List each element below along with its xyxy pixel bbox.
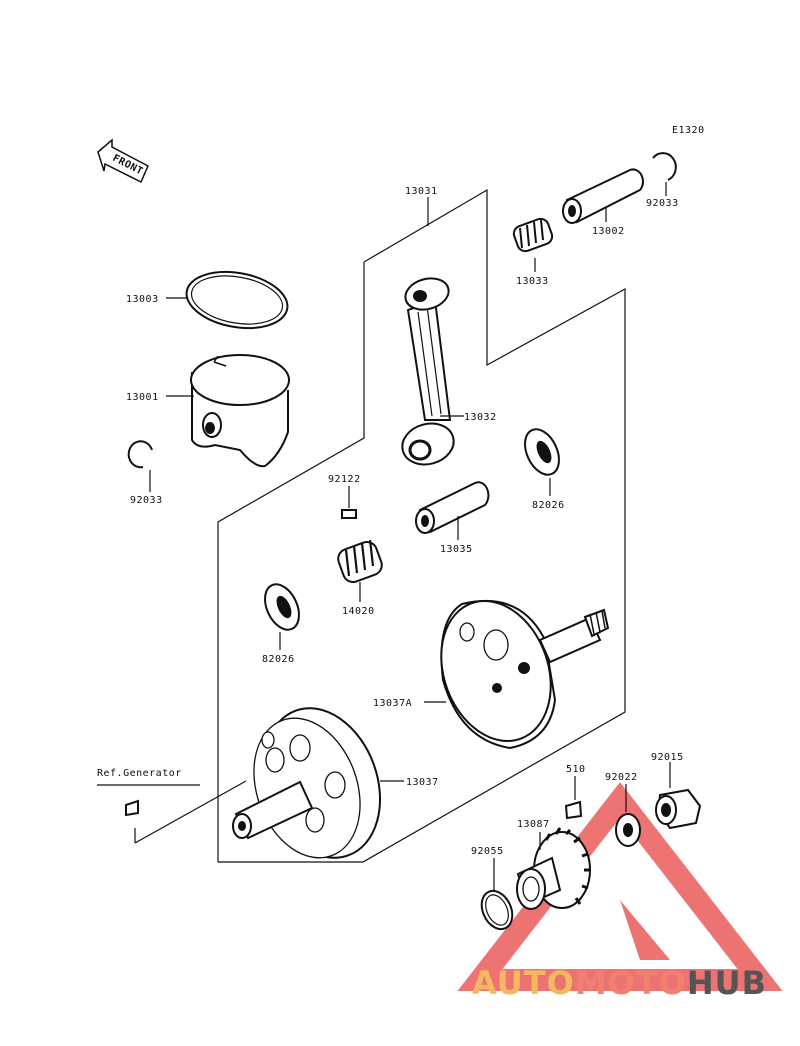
label-13002: 13002 [592, 226, 625, 237]
woodruff-key-left [125, 799, 139, 817]
piston-pin [562, 168, 644, 224]
label-13033: 13033 [516, 276, 549, 287]
front-arrow-icon: FRONT [97, 138, 149, 184]
small-end-bearing [512, 217, 554, 253]
assembly-13031-outline [217, 188, 626, 863]
label-13087: 13087 [517, 819, 550, 830]
connecting-rod [401, 277, 455, 466]
label-13032: 13032 [464, 412, 497, 423]
label-82026-left: 82026 [262, 654, 295, 665]
circlip-left [127, 440, 153, 469]
dowel-pin [341, 509, 357, 519]
label-92122: 92122 [328, 474, 361, 485]
label-92055: 92055 [471, 846, 504, 857]
o-ring [480, 889, 514, 931]
label-13031: 13031 [405, 186, 438, 197]
circlip-top [652, 152, 677, 181]
label-13035: 13035 [440, 544, 473, 555]
crankshaft-half-left [232, 707, 382, 859]
label-14020: 14020 [342, 606, 375, 617]
watermark-part2: MOTO [575, 964, 687, 1002]
watermark-part1: AUTO [472, 964, 575, 1002]
woodruff-key [564, 800, 583, 820]
label-92015: 92015 [651, 752, 684, 763]
diagram-code: E1320 [672, 125, 705, 136]
label-82026-right: 82026 [532, 500, 565, 511]
ref-generator-label: Ref.Generator [97, 768, 182, 779]
label-92022: 92022 [605, 772, 638, 783]
big-end-bearing [337, 539, 383, 583]
label-92033-left: 92033 [130, 495, 163, 506]
label-13037: 13037 [406, 777, 439, 788]
washer-92022 [615, 813, 641, 847]
crank-pin [415, 481, 490, 534]
ref-generator-leader [97, 780, 247, 844]
nut-92015 [655, 788, 702, 830]
thrust-washer-right [524, 428, 560, 476]
crankshaft-half-right [440, 600, 610, 750]
thrust-washer-left [264, 583, 300, 631]
watermark-text: AUTOMOTOHUB [472, 964, 767, 1002]
piston-ring [185, 270, 289, 330]
label-92033-top: 92033 [646, 198, 679, 209]
crank-gear [516, 827, 591, 910]
watermark-part3: HUB [687, 964, 767, 1002]
label-13001: 13001 [126, 392, 159, 403]
piston [190, 354, 290, 468]
label-510: 510 [566, 764, 586, 775]
label-13037A: 13037A [373, 698, 412, 709]
label-13003: 13003 [126, 294, 159, 305]
